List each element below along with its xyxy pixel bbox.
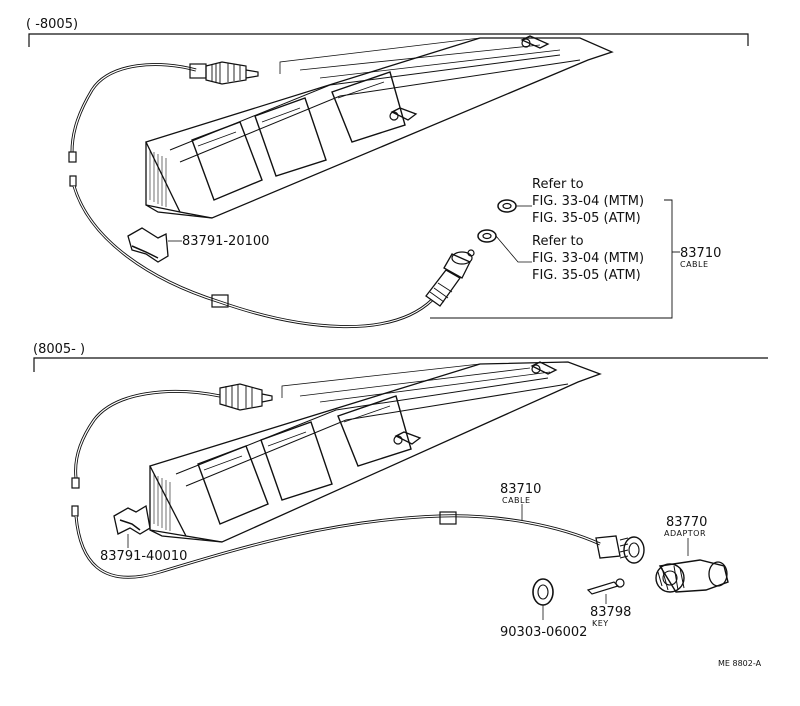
cable-bottom xyxy=(71,383,645,579)
figure-code: ME 8802-A xyxy=(718,659,762,668)
section-top-range: ( -8005) xyxy=(26,17,78,32)
refer-b-line2: FIG. 33-04 (MTM) xyxy=(532,251,644,266)
refer-b-line3: FIG. 35-05 (ATM) xyxy=(532,268,641,283)
cable-top-name: CABLE xyxy=(680,260,709,269)
section-bottom-range: (8005- ) xyxy=(33,342,85,357)
adaptor-part-number: 83770 xyxy=(666,515,707,530)
section-bottom: (8005- ) xyxy=(33,342,768,640)
instrument-cluster-top xyxy=(145,35,614,219)
key-part xyxy=(586,578,625,604)
refer-a-line1: Refer to xyxy=(532,177,584,192)
washer-part-number: 90303-06002 xyxy=(500,625,587,640)
washer-part xyxy=(532,578,554,620)
key-part-number: 83798 xyxy=(590,605,631,620)
grommet-b xyxy=(477,229,532,263)
cable-bottom-part-number: 83710 xyxy=(500,482,541,497)
adaptor-part xyxy=(655,538,729,593)
instrument-cluster-bottom xyxy=(149,361,602,543)
section-top: ( -8005) xyxy=(26,17,749,328)
bracket-bottom-part-number: 83791-40010 xyxy=(100,549,187,564)
grommet-a xyxy=(497,199,532,213)
adaptor-name: ADAPTOR xyxy=(664,529,706,538)
bracket-part-top: 83791-20100 xyxy=(127,227,269,263)
bracket-top-part-number: 83791-20100 xyxy=(182,234,269,249)
refer-block-a: Refer to FIG. 33-04 (MTM) FIG. 35-05 (AT… xyxy=(532,177,644,226)
cable-top xyxy=(68,61,475,328)
refer-block-b: Refer to FIG. 33-04 (MTM) FIG. 35-05 (AT… xyxy=(532,234,644,283)
cable-bottom-name: CABLE xyxy=(502,496,531,505)
cable-top-leader xyxy=(430,199,673,319)
key-name: KEY xyxy=(592,619,609,628)
refer-b-line1: Refer to xyxy=(532,234,584,249)
cable-top-part-number: 83710 xyxy=(680,246,721,261)
refer-a-line2: FIG. 33-04 (MTM) xyxy=(532,194,644,209)
refer-a-line3: FIG. 35-05 (ATM) xyxy=(532,211,641,226)
section-top-frame xyxy=(28,33,749,47)
bracket-part-bottom: 83791-40010 xyxy=(100,504,187,564)
section-bottom-frame xyxy=(33,357,768,372)
